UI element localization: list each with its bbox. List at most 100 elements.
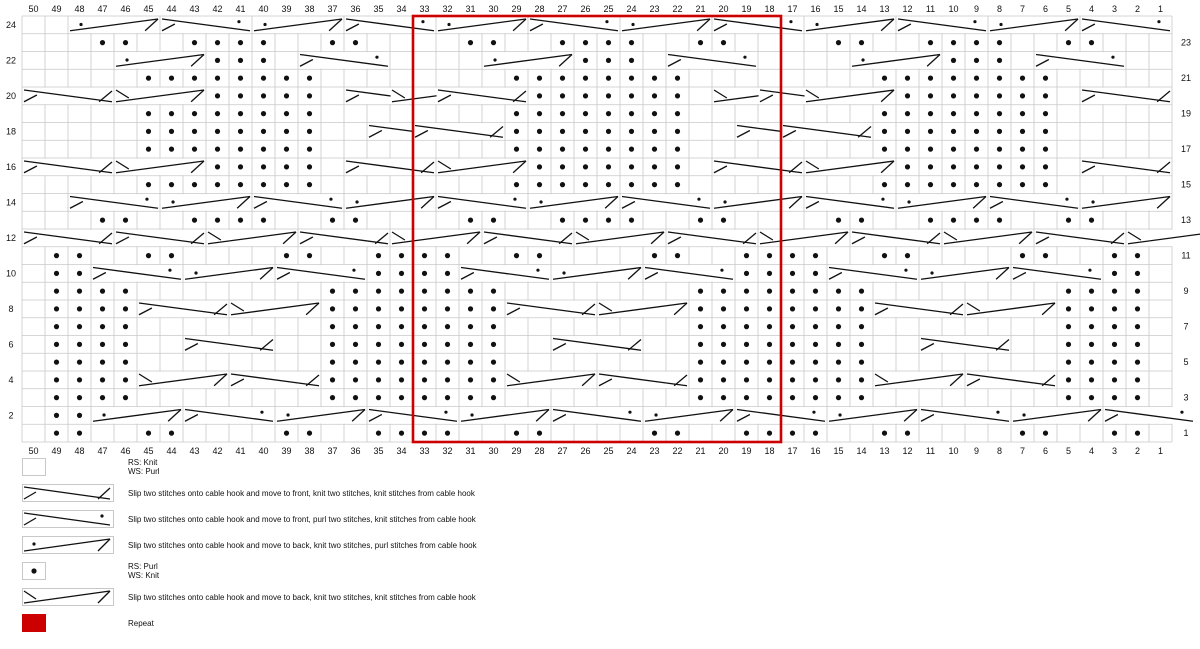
cable-purl-left	[183, 407, 275, 424]
row-number-right: 3	[1183, 393, 1188, 403]
column-number-bottom: 50	[28, 446, 38, 456]
purl-stitch-dot	[697, 359, 704, 365]
purl-stitch-dot	[720, 377, 727, 383]
purl-stitch-dot	[559, 128, 566, 134]
purl-stitch-dot	[1042, 182, 1049, 188]
column-number-top: 47	[97, 4, 107, 14]
cable-purl-left	[827, 265, 919, 282]
purl-stitch-dot	[53, 341, 60, 347]
column-number-top: 44	[166, 4, 176, 14]
purl-stitch-dot	[375, 395, 382, 401]
purl-stitch-dot	[858, 324, 865, 330]
row-number-left: 20	[6, 91, 16, 101]
purl-stitch-dot	[743, 306, 750, 312]
row-number-right: 19	[1181, 109, 1191, 119]
purl-stitch-dot	[329, 359, 336, 365]
column-number-bottom: 36	[350, 446, 360, 456]
purl-stitch-dot	[375, 306, 382, 312]
purl-stitch-dot	[76, 341, 83, 347]
column-number-top: 25	[603, 4, 613, 14]
purl-stitch-dot	[605, 164, 612, 170]
purl-stitch-dot	[766, 253, 773, 259]
column-number-bottom: 12	[902, 446, 912, 456]
purl-stitch-dot	[421, 359, 428, 365]
purl-stitch-dot	[352, 377, 359, 383]
purl-stitch-dot	[973, 217, 980, 223]
purl-stitch-dot	[283, 430, 290, 436]
purl-stitch-dot	[996, 40, 1003, 46]
purl-stitch-dot	[881, 253, 888, 259]
purl-stitch-dot	[536, 430, 543, 436]
column-number-top: 13	[879, 4, 889, 14]
purl-stitch-dot	[306, 164, 313, 170]
purl-stitch-dot	[329, 40, 336, 46]
row-number-right: 13	[1181, 215, 1191, 225]
cable-front	[965, 371, 1057, 389]
purl-stitch-dot	[927, 40, 934, 46]
purl-stitch-dot	[352, 306, 359, 312]
purl-stitch-dot	[559, 40, 566, 46]
purl-stitch-dot	[490, 377, 497, 383]
purl-stitch-dot	[651, 164, 658, 170]
cable-purl-right	[275, 407, 367, 424]
purl-stitch-dot	[214, 217, 221, 223]
purl-stitch-dot	[145, 182, 152, 188]
purl-stitch-dot	[214, 93, 221, 99]
purl-stitch-dot	[145, 75, 152, 81]
cable-front	[1034, 229, 1126, 247]
purl-stitch-dot	[674, 430, 681, 436]
purl-stitch-dot	[950, 182, 957, 188]
purl-stitch-dot	[99, 288, 106, 294]
purl-stitch-dot	[674, 146, 681, 152]
column-number-bottom: 27	[557, 446, 567, 456]
purl-stitch-dot	[536, 146, 543, 152]
column-number-top: 40	[258, 4, 268, 14]
column-number-top: 1	[1158, 4, 1163, 14]
purl-stitch-dot	[605, 57, 612, 63]
column-number-top: 39	[281, 4, 291, 14]
legend-item-cable-front: Slip two stitches onto cable hook and mo…	[22, 484, 722, 504]
column-number-bottom: 24	[626, 446, 636, 456]
purl-stitch-dot	[628, 75, 635, 81]
purl-stitch-dot	[1042, 93, 1049, 99]
cable-back	[574, 229, 666, 247]
purl-stitch-dot	[421, 395, 428, 401]
purl-stitch-dot	[375, 430, 382, 436]
column-number-top: 31	[465, 4, 475, 14]
column-number-bottom: 18	[764, 446, 774, 456]
purl-stitch-dot	[766, 377, 773, 383]
purl-stitch-dot	[628, 164, 635, 170]
purl-stitch-dot	[490, 288, 497, 294]
purl-stitch-dot	[421, 377, 428, 383]
purl-stitch-dot	[582, 146, 589, 152]
purl-stitch-dot	[1088, 377, 1095, 383]
purl-stitch-dot	[927, 164, 934, 170]
purl-stitch-dot	[720, 359, 727, 365]
purl-stitch-dot	[375, 359, 382, 365]
purl-stitch-dot	[697, 377, 704, 383]
purl-stitch-dot	[628, 182, 635, 188]
legend-label-line: Repeat	[128, 619, 154, 628]
column-number-bottom: 17	[787, 446, 797, 456]
purl-stitch-dot	[1111, 288, 1118, 294]
cable-back	[505, 371, 597, 389]
purl-stitch-dot	[1019, 182, 1026, 188]
column-number-top: 2	[1135, 4, 1140, 14]
purl-stitch-dot	[789, 341, 796, 347]
purl-stitch-dot	[881, 111, 888, 117]
purl-stitch-dot	[398, 430, 405, 436]
purl-stitch-dot	[1111, 430, 1118, 436]
purl-stitch-dot	[536, 75, 543, 81]
purl-stitch-dot	[582, 128, 589, 134]
purl-stitch-dot	[122, 306, 129, 312]
purl-stitch-dot	[467, 359, 474, 365]
column-number-bottom: 6	[1043, 446, 1048, 456]
column-number-bottom: 16	[810, 446, 820, 456]
purl-stitch-dot	[559, 75, 566, 81]
purl-symbol-icon	[22, 562, 46, 580]
purl-stitch-dot	[99, 324, 106, 330]
purl-stitch-dot	[582, 164, 589, 170]
purl-stitch-dot	[237, 40, 244, 46]
purl-stitch-dot	[283, 253, 290, 259]
cable-purl-right	[459, 407, 551, 424]
